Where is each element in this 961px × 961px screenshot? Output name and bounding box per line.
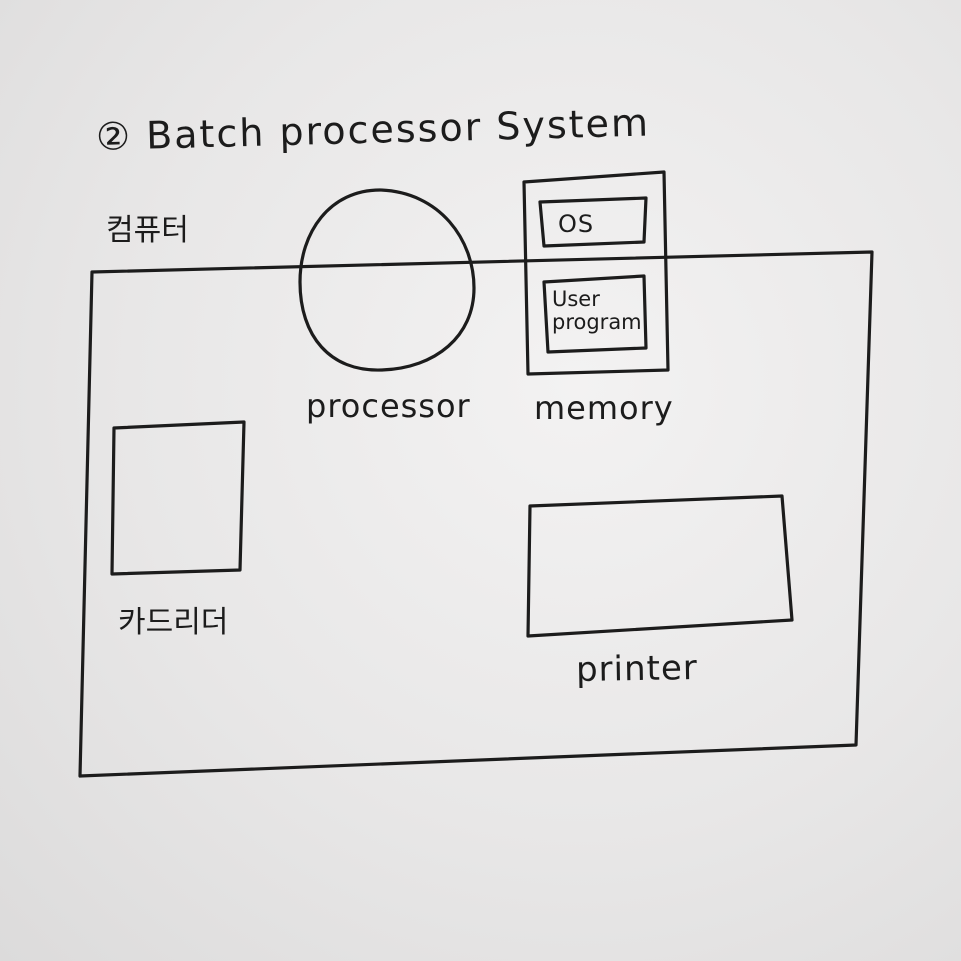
printer-box	[526, 494, 794, 638]
card-reader-box	[110, 420, 246, 576]
computer-boundary-box	[78, 250, 874, 778]
memory-os-block	[538, 196, 648, 248]
memory-user-program-line1: User	[552, 287, 600, 311]
processor-label: processor	[306, 387, 471, 425]
card-reader-label: 카드리더	[118, 605, 229, 640]
memory-label: memory	[534, 389, 674, 427]
memory-os-label: OS	[558, 210, 595, 238]
computer-label: 컴퓨터	[106, 213, 189, 248]
printer-label: printer	[575, 647, 699, 691]
memory-user-program-line2: program	[552, 310, 642, 335]
processor-circle	[298, 188, 476, 372]
memory-user-program-block	[542, 274, 648, 354]
memory-box	[522, 170, 670, 376]
memory-user-program-label: User program	[552, 287, 662, 335]
